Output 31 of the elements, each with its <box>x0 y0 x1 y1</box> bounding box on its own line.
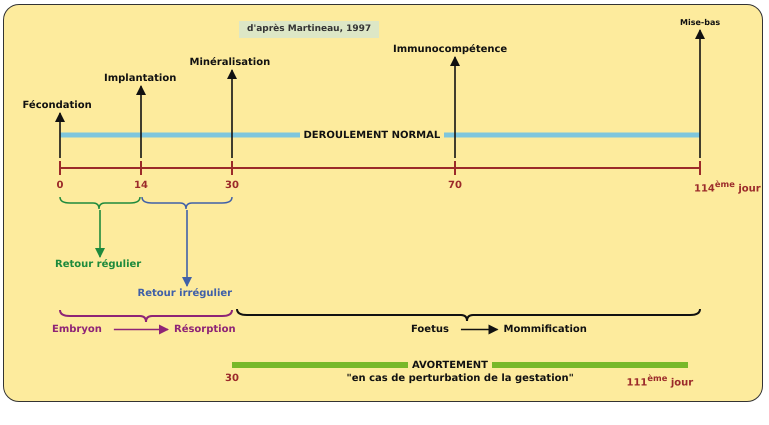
tick-label: 30 <box>225 179 239 192</box>
event-label: Minéralisation <box>190 56 270 69</box>
tick-label: 14 <box>134 179 148 192</box>
arrow <box>182 210 192 287</box>
outcome-label: Retour régulier <box>55 258 142 271</box>
arrow <box>114 324 169 334</box>
arrow <box>95 210 105 258</box>
arrow <box>460 324 498 334</box>
event-label: Fécondation <box>22 99 92 112</box>
note-text: "en cas de perturbation de la gestation" <box>346 372 574 385</box>
tick-label: 114$^{ème}$ jour <box>694 178 761 196</box>
stage-label: Mommification <box>504 323 587 336</box>
event-label: Immunocompétence <box>393 43 508 56</box>
arrow <box>450 56 460 158</box>
stage-label: Foetus <box>411 323 449 336</box>
arrow <box>55 112 65 158</box>
arrow <box>227 69 237 158</box>
curly-brace <box>141 196 233 210</box>
curly-brace <box>59 196 141 210</box>
arrow <box>695 29 705 158</box>
source-note: d'après Martineau, 1997 <box>239 21 380 38</box>
tick-label: 0 <box>56 179 64 192</box>
outcome-label: Retour irrégulier <box>138 287 232 300</box>
event-label: Mise-bas <box>680 16 720 29</box>
tick-label: 30 <box>225 372 239 385</box>
tick-label: 70 <box>448 179 462 192</box>
tick-label: 111$^{ème}$ jour <box>626 372 694 390</box>
stage-label: Résorption <box>174 323 236 336</box>
event-label: Implantation <box>104 72 176 85</box>
stage-label: Embryon <box>52 323 102 336</box>
arrow <box>136 85 146 158</box>
